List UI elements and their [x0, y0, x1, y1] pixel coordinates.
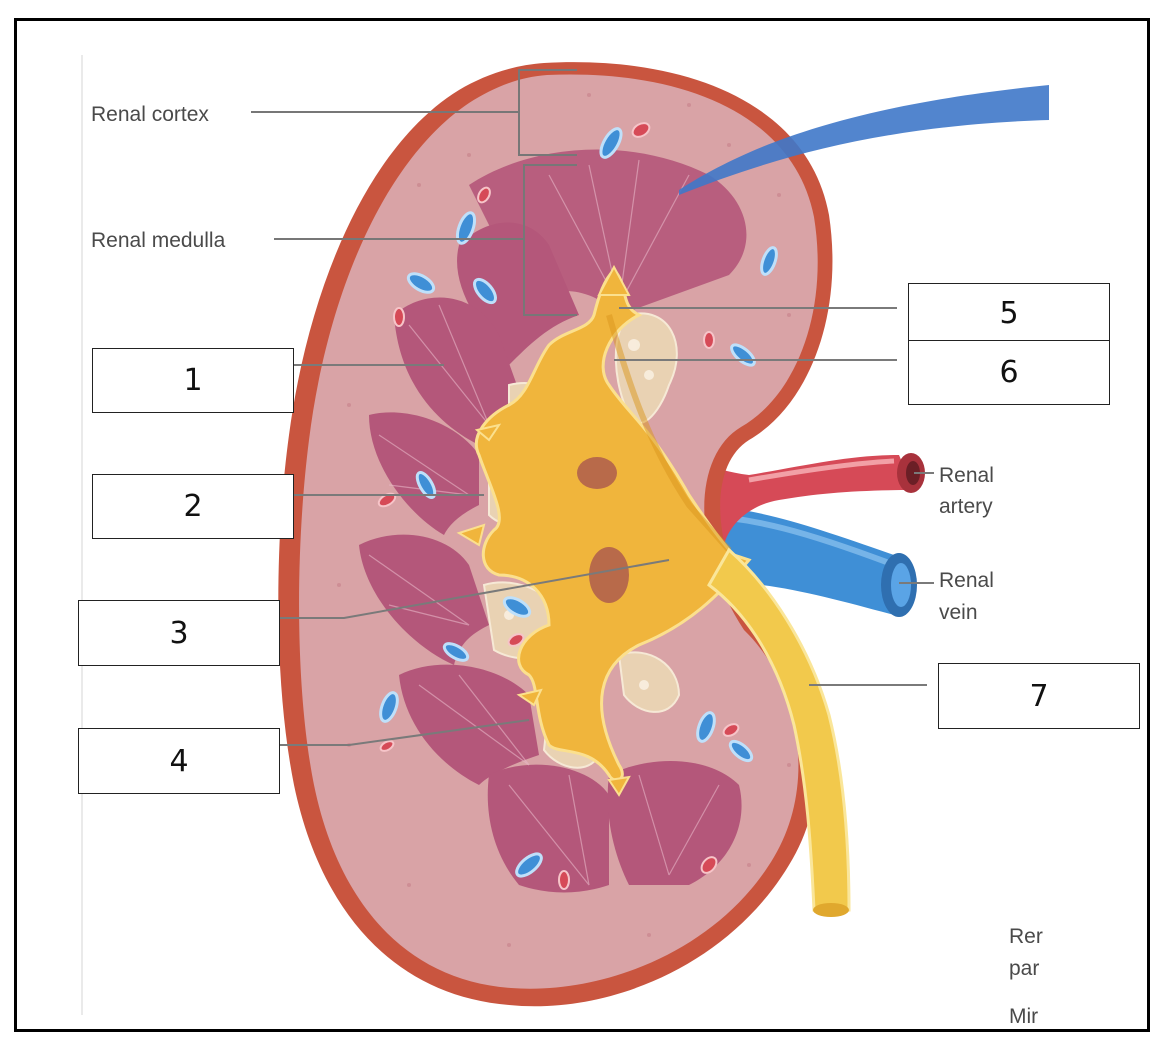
- renal-artery-label-line1: Renal: [939, 464, 994, 487]
- minor-calyx-partial-label: Mir: [1009, 1005, 1038, 1028]
- label-brackets: [251, 69, 577, 316]
- kidney-diagram: Renal cortex Renal medulla Renal artery …: [81, 55, 1049, 1028]
- answer-box-4[interactable]: 4: [78, 728, 280, 794]
- answer-box-6[interactable]: 6: [908, 340, 1110, 405]
- answer-box-1[interactable]: 1: [92, 348, 294, 413]
- renal-cortex-label: Renal cortex: [91, 103, 209, 126]
- answer-box-2[interactable]: 2: [92, 474, 294, 539]
- renal-artery-label-line2: artery: [939, 495, 993, 518]
- renal-pelvis: [474, 267, 752, 782]
- answer-box-7[interactable]: 7: [938, 663, 1140, 729]
- answer-box-5[interactable]: 5: [908, 283, 1110, 343]
- renal-papilla-label-line1: Rer: [1009, 925, 1043, 948]
- minor-calyces: [456, 264, 631, 797]
- renal-vein-label-line1: Renal: [939, 569, 994, 592]
- renal-vein-label-line2: vein: [939, 601, 978, 624]
- worksheet-frame: Renal cortex Renal medulla Renal artery …: [14, 18, 1150, 1032]
- leader-lines: [269, 307, 934, 746]
- renal-papilla-label-line2: par: [1009, 957, 1039, 980]
- blue-overlay-band: [679, 85, 1049, 195]
- renal-medulla-label: Renal medulla: [91, 229, 226, 252]
- renal-pyramids: [359, 149, 747, 893]
- cortex-texture: [337, 93, 791, 947]
- answer-box-3[interactable]: 3: [78, 600, 280, 666]
- renal-papillae: [577, 457, 629, 603]
